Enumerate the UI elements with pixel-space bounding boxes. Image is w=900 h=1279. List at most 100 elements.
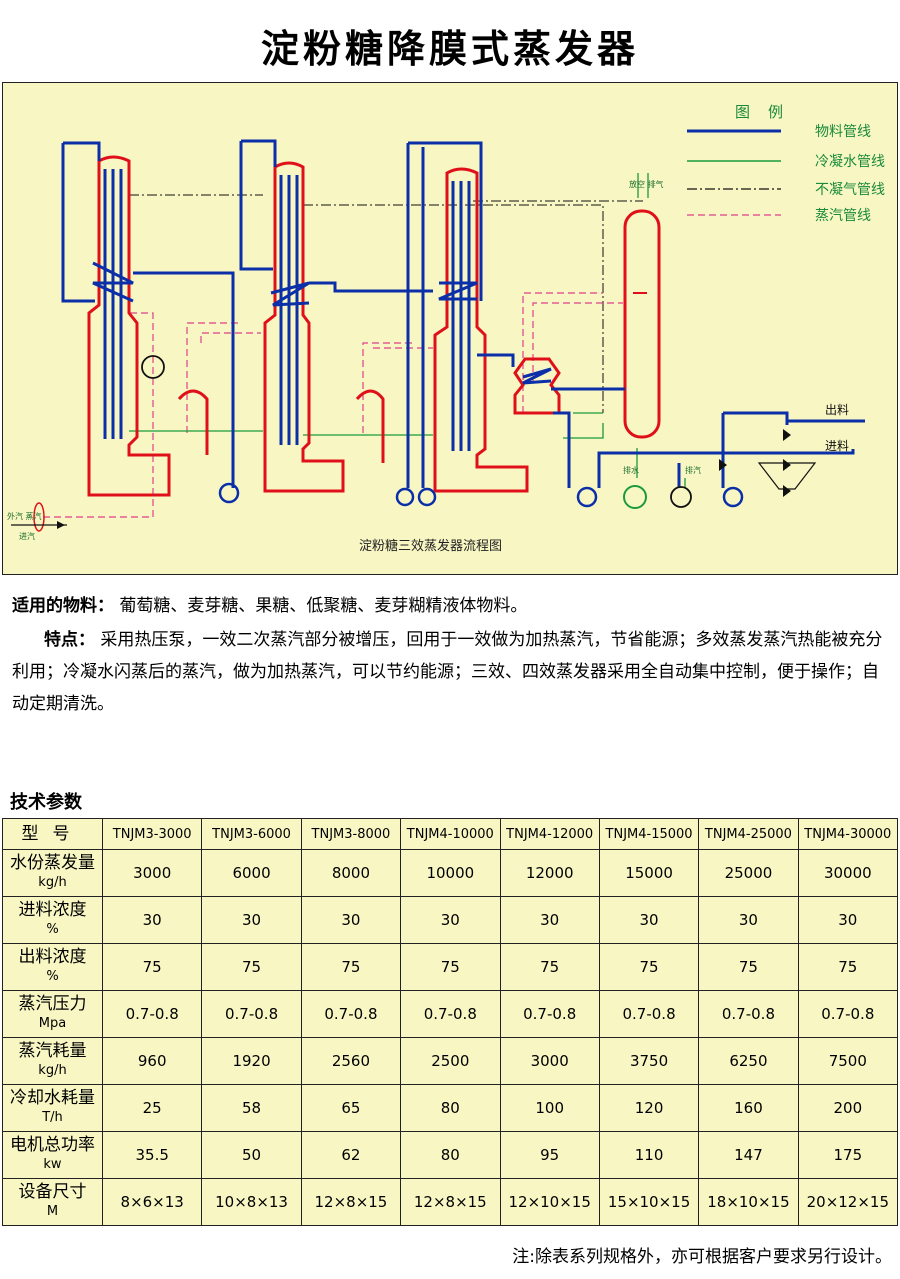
vacuum-pump [670,486,692,508]
spec-value-cell: 80 [400,1084,501,1132]
spec-value-cell: 200 [797,1084,899,1132]
spec-value-cell: 7500 [797,1037,899,1085]
spec-value-cell: 3000 [499,1037,600,1085]
spec-value-cell: 65 [300,1084,402,1132]
spec-value-cell: 8×6×13 [101,1178,203,1226]
tube-bundles [103,169,471,451]
features-text: 采用热压泵，一效二次蒸汽部分被增压，回用于一效做为加热蒸汽，节省能源；多效蒸发蒸… [12,630,883,714]
spec-row-header: 设备尺寸 M [2,1178,103,1226]
spec-value-cell: 75 [698,943,799,991]
model-cell: TNJM3-3000 [101,818,203,850]
model-cell: TNJM4-12000 [499,818,600,850]
materials-paragraph: 适用的物料： 葡萄糖、麦芽糖、果糖、低聚糖、麦芽糊精液体物料。 [12,590,892,622]
footnote: 注:除表系列规格外，亦可根据客户要求另行设计。 [512,1247,892,1267]
page-title: 淀粉糖降膜式蒸发器 [260,27,639,71]
spec-row-label: 蒸汽耗量 [18,1041,87,1061]
spec-row-label: 冷却水耗量 [10,1088,95,1108]
spec-value-cell: 147 [698,1131,799,1179]
label-in: 进料 [825,439,850,453]
legend-title: 图例 [735,103,802,121]
spec-value-cell: 160 [698,1084,799,1132]
spec-value-cell: 2500 [400,1037,501,1085]
model-cell: TNJM4-10000 [400,818,501,850]
spec-value-cell: 30 [201,896,302,944]
flow-diagram-drawing [11,129,865,532]
spec-value-cell: 15000 [598,849,700,897]
spec-value-cell: 6250 [698,1037,799,1085]
spec-title: 技术参数 [10,792,82,813]
spec-value-cell: 75 [300,943,402,991]
spec-row-label: 蒸汽压力 [18,994,87,1014]
spec-value-cell: 75 [400,943,501,991]
spec-row-unit: kw [43,1157,62,1172]
label-drain-water: 排水 [623,466,639,475]
spec-row-header: 出料浓度% [2,943,103,991]
spec-value-cell: 75 [598,943,700,991]
spec-value-cell: 3750 [598,1037,700,1085]
spec-value-cell: 0.7-0.8 [300,990,402,1038]
steam-lines [43,292,623,518]
features-paragraph: 特点： 采用热压泵，一效二次蒸汽部分被增压，回用于一效做为加热蒸汽，节省能源；多… [12,624,892,720]
label-steam-source: 外汽 蒸汽 [7,512,42,521]
spec-value-cell: 100 [499,1084,600,1132]
label-steam-in: 进汽 [19,532,35,541]
noncondensable-lines [129,194,643,413]
spec-row-unit: % [46,969,59,984]
spec-value-cell: 12×10×15 [499,1178,600,1226]
model-cell: TNJM4-25000 [698,818,799,850]
spec-value-cell: 10×8×13 [201,1178,302,1226]
spec-value-cell: 0.7-0.8 [698,990,799,1038]
spec-value-cell: 12×8×15 [300,1178,402,1226]
spec-value-cell: 75 [797,943,899,991]
spec-value-cell: 30 [300,896,402,944]
valves [719,429,791,497]
spec-value-cell: 25 [101,1084,203,1132]
spec-value-cell: 960 [101,1037,203,1085]
legend-label-steam: 蒸汽管线 [815,208,871,224]
thermo-compressor [141,355,165,379]
spec-value-cell: 15×10×15 [598,1178,700,1226]
model-cell: TNJM4-30000 [797,818,899,850]
spec-value-cell: 6000 [201,849,302,897]
spec-row-label: 进料浓度 [18,900,87,920]
model-cell: TNJM4-15000 [598,818,700,850]
spec-row-unit: kg/h [38,875,67,890]
spec-value-cell: 80 [400,1131,501,1179]
spec-value-cell: 175 [797,1131,899,1179]
spec-row-label: 设备尺寸 [18,1182,87,1202]
legend-label-condensate: 冷凝水管线 [815,154,885,170]
spec-value-cell: 0.7-0.8 [201,990,302,1038]
spec-value-cell: 50 [201,1131,302,1179]
spec-value-cell: 30 [499,896,600,944]
legend-label-material: 物料管线 [815,124,871,140]
spec-value-cell: 30 [698,896,799,944]
spec-value-cell: 110 [598,1131,700,1179]
features-label: 特点： [44,630,95,650]
spec-value-cell: 25000 [698,849,799,897]
spec-value-cell: 12×8×15 [400,1178,501,1226]
spec-value-cell: 35.5 [101,1131,203,1179]
label-out: 出料 [825,403,850,417]
spec-value-cell: 18×10×15 [698,1178,799,1226]
spec-value-cell: 10000 [400,849,501,897]
spec-value-cell: 0.7-0.8 [797,990,899,1038]
diagram-caption: 淀粉糖三效蒸发器流程图 [359,539,503,554]
spec-row-unit: M [46,1204,59,1219]
spec-value-cell: 30 [797,896,899,944]
spec-row-label: 出料浓度 [18,947,87,967]
model-label-cell: 型号 [2,818,103,850]
spec-row-header: 进料浓度% [2,896,103,944]
condensate-lines [129,173,686,488]
materials-text: 葡萄糖、麦芽糖、果糖、低聚糖、麦芽糊精液体物料。 [119,596,528,616]
spec-row-unit: % [46,922,59,937]
material-pipelines [61,139,865,488]
spec-value-cell: 95 [499,1131,600,1179]
